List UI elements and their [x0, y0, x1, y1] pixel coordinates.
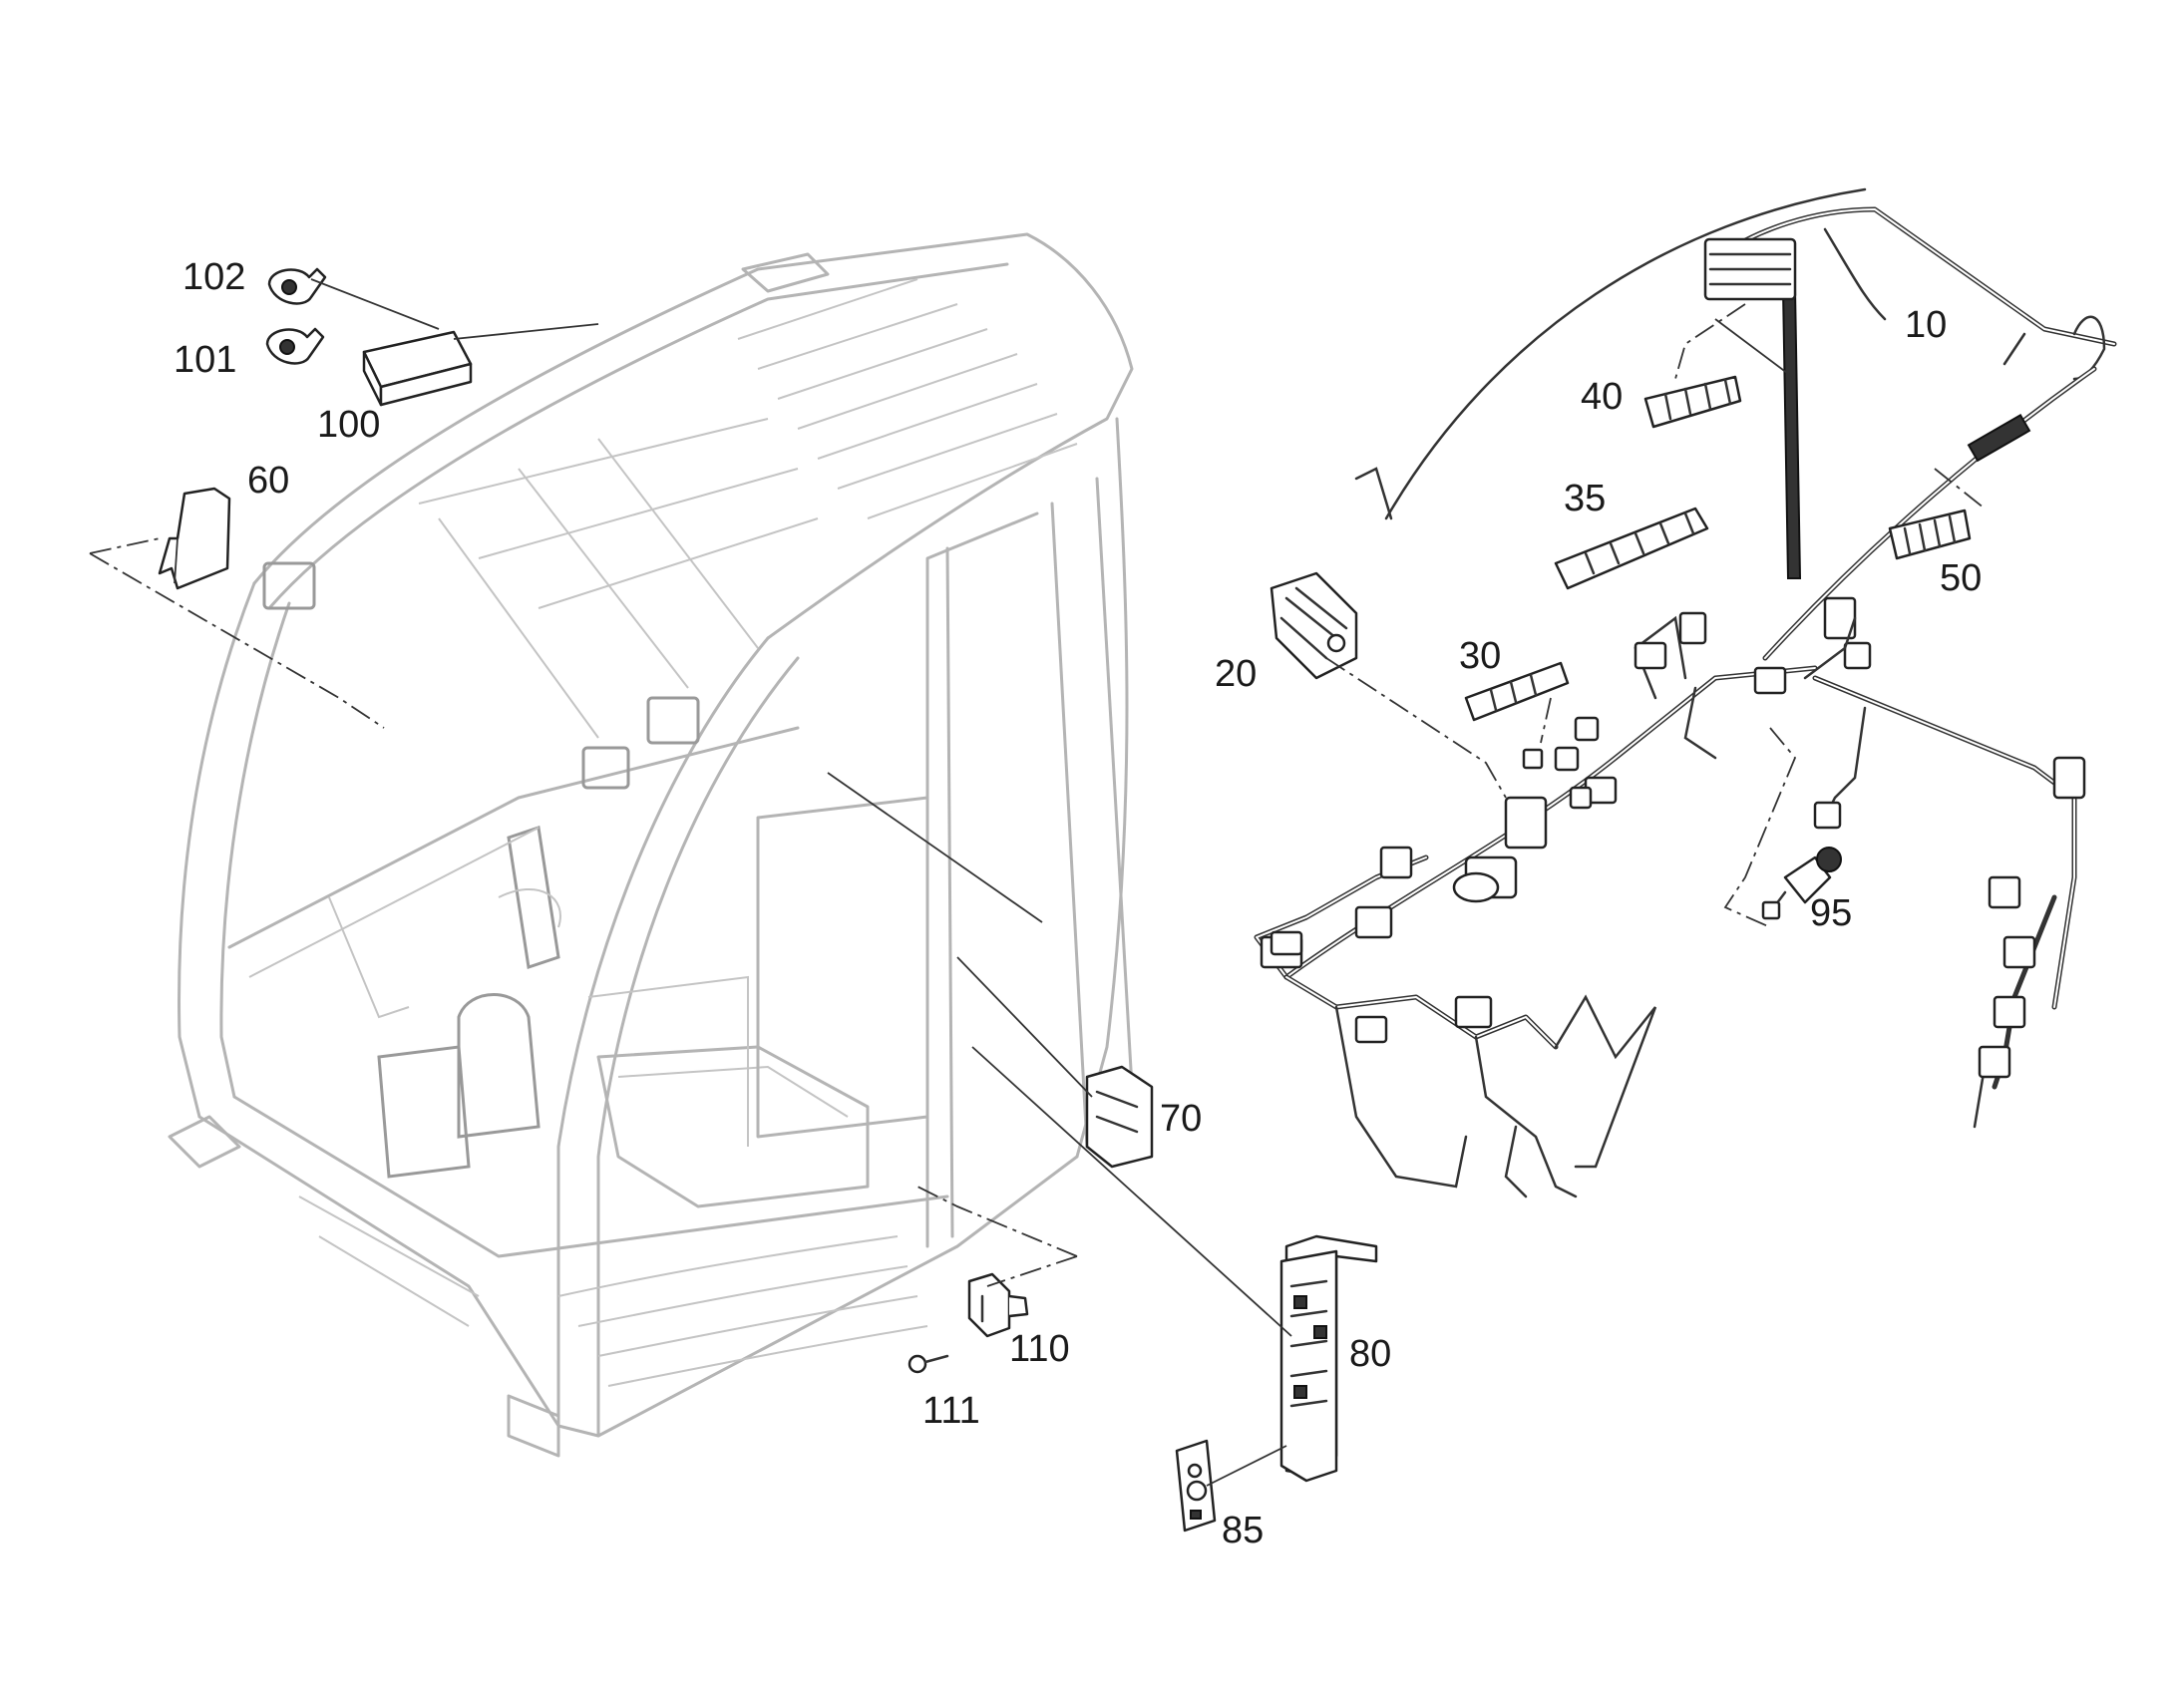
dash-dot-lines: [89, 303, 1986, 1287]
callout-80: 80: [1349, 1333, 1391, 1375]
callout-100: 100: [317, 404, 380, 446]
part-95-horn: [1761, 847, 1842, 920]
callout-102: 102: [182, 256, 245, 298]
part-80-fuse-box: [1279, 1234, 1378, 1483]
part-110-switch: [967, 1272, 1029, 1338]
part-35-terminal-strip: [1554, 507, 1709, 590]
part-100-lamp: [362, 330, 473, 407]
callout-60: 60: [247, 460, 289, 502]
part-30-relay-strip: [1464, 661, 1570, 770]
part-50-connector: [1888, 509, 1972, 560]
part-101: [265, 327, 325, 365]
callout-35: 35: [1564, 478, 1606, 519]
wiring-harness: [1254, 187, 2117, 1198]
cab-frame: [168, 232, 1134, 1458]
callout-10: 10: [1905, 304, 1947, 346]
part-40-connector: [1643, 375, 1742, 429]
part-20-module: [1270, 571, 1358, 680]
part-70-bracket: [1085, 1065, 1154, 1169]
callout-30: 30: [1459, 635, 1501, 677]
callout-70: 70: [1160, 1098, 1202, 1140]
callout-40: 40: [1581, 376, 1623, 418]
callout-50: 50: [1940, 557, 1982, 599]
callout-labels: 102 101 100 60 10 40 35 50 20 30 95 70 1…: [174, 256, 1982, 1551]
callout-20: 20: [1215, 653, 1257, 695]
callout-110: 110: [1009, 1328, 1070, 1370]
callout-101: 101: [174, 339, 236, 381]
callout-95: 95: [1810, 892, 1852, 934]
part-111-screw: [908, 1354, 949, 1374]
part-102: [267, 267, 327, 305]
leader-lines: [310, 278, 1796, 1487]
part-85-cover-panel: [1175, 1439, 1217, 1533]
part-60-bracket: [158, 487, 231, 590]
callout-111: 111: [922, 1390, 980, 1432]
callout-85: 85: [1222, 1510, 1264, 1551]
